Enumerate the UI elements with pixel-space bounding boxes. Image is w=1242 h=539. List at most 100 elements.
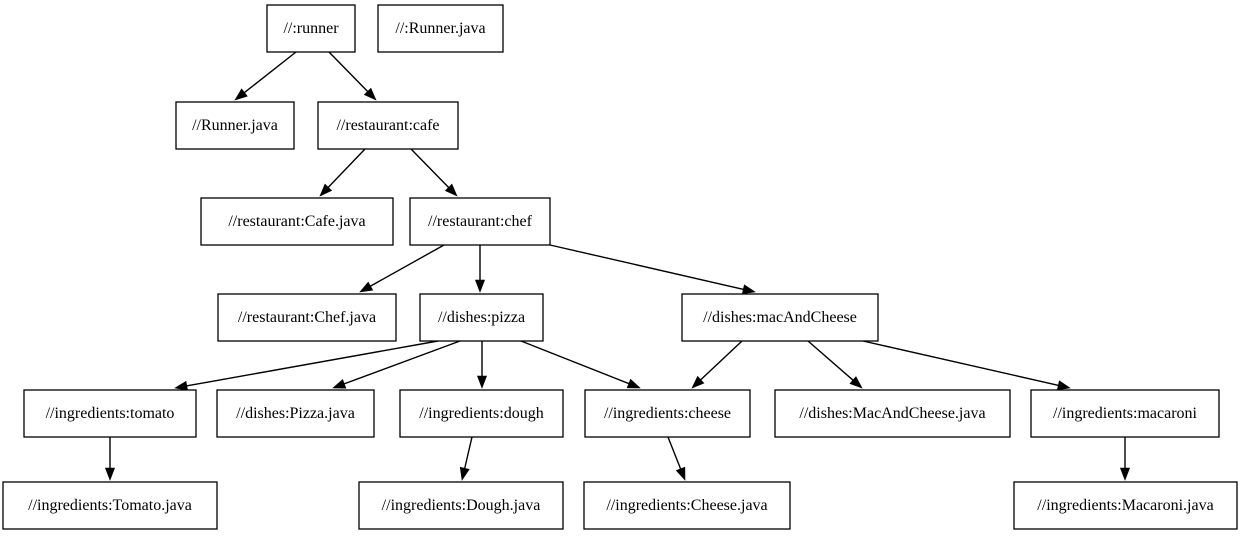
edge-restaurant_cafe-to-restaurant_chef (410, 148, 458, 197)
node-label: //restaurant:cafe (336, 117, 439, 134)
node-label: //ingredients:Tomato.java (28, 497, 192, 514)
node-label: //dishes:macAndCheese (703, 309, 857, 326)
node-box[interactable] (217, 293, 397, 342)
node-ing_tomato_java[interactable]: //ingredients:Tomato.java (2, 481, 218, 530)
edge-line (342, 340, 461, 386)
node-label: //:Runner.java (395, 20, 485, 37)
edge-line (242, 51, 297, 95)
edge-dishes_pizza-to-dishes_pizza_java (332, 340, 461, 389)
edge-ing_tomato-to-ing_tomato_java (104, 437, 116, 481)
node-restaurant_cafe_java[interactable]: //restaurant:Cafe.java (200, 197, 394, 246)
edge-line (698, 340, 743, 382)
edge-dishes_pizza-to-ing_tomato (174, 340, 439, 391)
edge-line (549, 244, 746, 291)
node-label: //ingredients:macaroni (1053, 405, 1198, 422)
arrowhead-icon (476, 375, 488, 389)
node-box[interactable] (583, 481, 791, 530)
node-label: //:runner (283, 20, 339, 37)
edge-dishes_mac-to-dishes_mac_java (807, 340, 863, 389)
node-box[interactable] (175, 101, 295, 150)
arrowhead-icon (234, 88, 248, 101)
node-dishes_pizza_java[interactable]: //dishes:Pizza.java (216, 389, 375, 438)
node-box[interactable] (266, 4, 356, 53)
node-box[interactable] (409, 197, 551, 246)
arrowhead-icon (459, 466, 470, 481)
edge-restaurant_chef-to-restaurant_chef_java (359, 244, 445, 293)
edge-ing_macaroni-to-ing_macaroni_java (1119, 437, 1131, 481)
edge-line (862, 340, 1061, 387)
node-label: //ingredients:cheese (604, 405, 731, 422)
node-dishes_pizza[interactable]: //dishes:pizza (419, 293, 544, 342)
edge-line (328, 51, 370, 94)
node-box[interactable] (377, 4, 504, 53)
node-label: //dishes:Pizza.java (236, 405, 355, 422)
edge-dishes_mac-to-ing_cheese (691, 340, 743, 389)
edge-dishes_mac-to-ing_macaroni (862, 340, 1071, 391)
edge-line (326, 148, 366, 190)
edge-line (520, 340, 631, 385)
node-ing_macaroni[interactable]: //ingredients:macaroni (1030, 389, 1220, 438)
arrowhead-icon (1119, 467, 1131, 481)
node-restaurant_chef_java[interactable]: //restaurant:Chef.java (217, 293, 397, 342)
node-box[interactable] (419, 293, 544, 342)
node-label: //ingredients:dough (419, 405, 543, 422)
node-runner_java_root[interactable]: //:Runner.java (377, 4, 504, 53)
node-label: //dishes:pizza (438, 309, 525, 326)
arrowhead-icon (1056, 380, 1071, 391)
node-ing_dough[interactable]: //ingredients:dough (399, 389, 564, 438)
arrowhead-icon (104, 467, 116, 481)
arrowhead-icon (332, 379, 347, 389)
node-box[interactable] (317, 101, 459, 150)
arrowhead-icon (319, 183, 333, 197)
edge-line (368, 244, 445, 288)
edge-ing_cheese-to-ing_cheese_java (667, 436, 686, 481)
nodes-layer: //:runner //:Runner.java //Runner.java //re… (2, 4, 1238, 530)
edge-line (410, 148, 451, 190)
arrowhead-icon (626, 378, 641, 389)
node-box[interactable] (774, 389, 1011, 438)
edge-restaurant_cafe-to-restaurant_cafe_java (319, 148, 366, 197)
node-box[interactable] (216, 389, 375, 438)
node-dishes_mac_java[interactable]: //dishes:MacAndCheese.java (774, 389, 1011, 438)
edge-dishes_pizza-to-ing_cheese (520, 340, 641, 389)
edge-restaurant_chef-to-dishes_mac (549, 244, 756, 295)
node-ing_tomato[interactable]: //ingredients:tomato (23, 389, 197, 438)
node-label: //ingredients:Cheese.java (606, 497, 767, 514)
node-label: //ingredients:Macaroni.java (1037, 497, 1213, 514)
node-label: //ingredients:Dough.java (382, 497, 541, 514)
edge-line (667, 436, 682, 471)
node-restaurant_chef[interactable]: //restaurant:chef (409, 197, 551, 246)
node-box[interactable] (2, 481, 218, 530)
node-box[interactable] (399, 389, 564, 438)
node-dishes_mac[interactable]: //dishes:macAndCheese (681, 293, 879, 342)
node-box[interactable] (23, 389, 197, 438)
node-label: //restaurant:Chef.java (238, 309, 376, 326)
arrowhead-icon (691, 375, 705, 389)
arrowhead-icon (363, 87, 377, 101)
node-label: //restaurant:Cafe.java (228, 213, 365, 230)
arrowhead-icon (474, 279, 486, 293)
edge-runner-to-restaurant_cafe (328, 51, 377, 101)
node-label: //restaurant:chef (428, 213, 533, 230)
arrowhead-icon (849, 376, 863, 389)
node-label: //ingredients:tomato (46, 405, 175, 422)
node-ing_cheese[interactable]: //ingredients:cheese (584, 389, 751, 438)
node-ing_cheese_java[interactable]: //ingredients:Cheese.java (583, 481, 791, 530)
node-ing_macaroni_java[interactable]: //ingredients:Macaroni.java (1013, 481, 1238, 530)
edge-line (184, 340, 439, 387)
node-box[interactable] (1013, 481, 1238, 530)
node-ing_dough_java[interactable]: //ingredients:Dough.java (358, 481, 564, 530)
edge-line (463, 436, 473, 471)
node-box[interactable] (358, 481, 564, 530)
edge-dishes_pizza-to-ing_dough (476, 341, 488, 389)
node-box[interactable] (200, 197, 394, 246)
node-box[interactable] (584, 389, 751, 438)
node-label: //dishes:MacAndCheese.java (799, 405, 985, 422)
node-runner[interactable]: //:runner (266, 4, 356, 53)
node-restaurant_cafe[interactable]: //restaurant:cafe (317, 101, 459, 150)
node-box[interactable] (681, 293, 879, 342)
node-runner_java[interactable]: //Runner.java (175, 101, 295, 150)
node-box[interactable] (1030, 389, 1220, 438)
